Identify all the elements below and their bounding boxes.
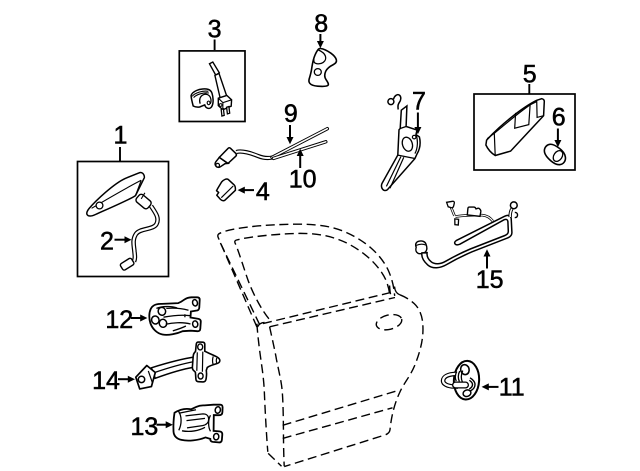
- svg-text:12: 12: [105, 306, 133, 334]
- svg-text:4: 4: [256, 178, 270, 206]
- svg-text:14: 14: [92, 367, 120, 395]
- svg-text:11: 11: [499, 374, 525, 402]
- svg-text:10: 10: [289, 166, 317, 194]
- svg-text:1: 1: [114, 121, 128, 149]
- svg-text:15: 15: [476, 266, 504, 294]
- svg-text:9: 9: [284, 100, 298, 128]
- svg-text:13: 13: [130, 413, 158, 441]
- svg-text:6: 6: [552, 103, 566, 131]
- svg-text:5: 5: [523, 60, 537, 88]
- svg-text:2: 2: [100, 228, 114, 256]
- svg-text:3: 3: [208, 16, 222, 44]
- svg-text:8: 8: [314, 10, 328, 38]
- svg-text:7: 7: [412, 88, 426, 116]
